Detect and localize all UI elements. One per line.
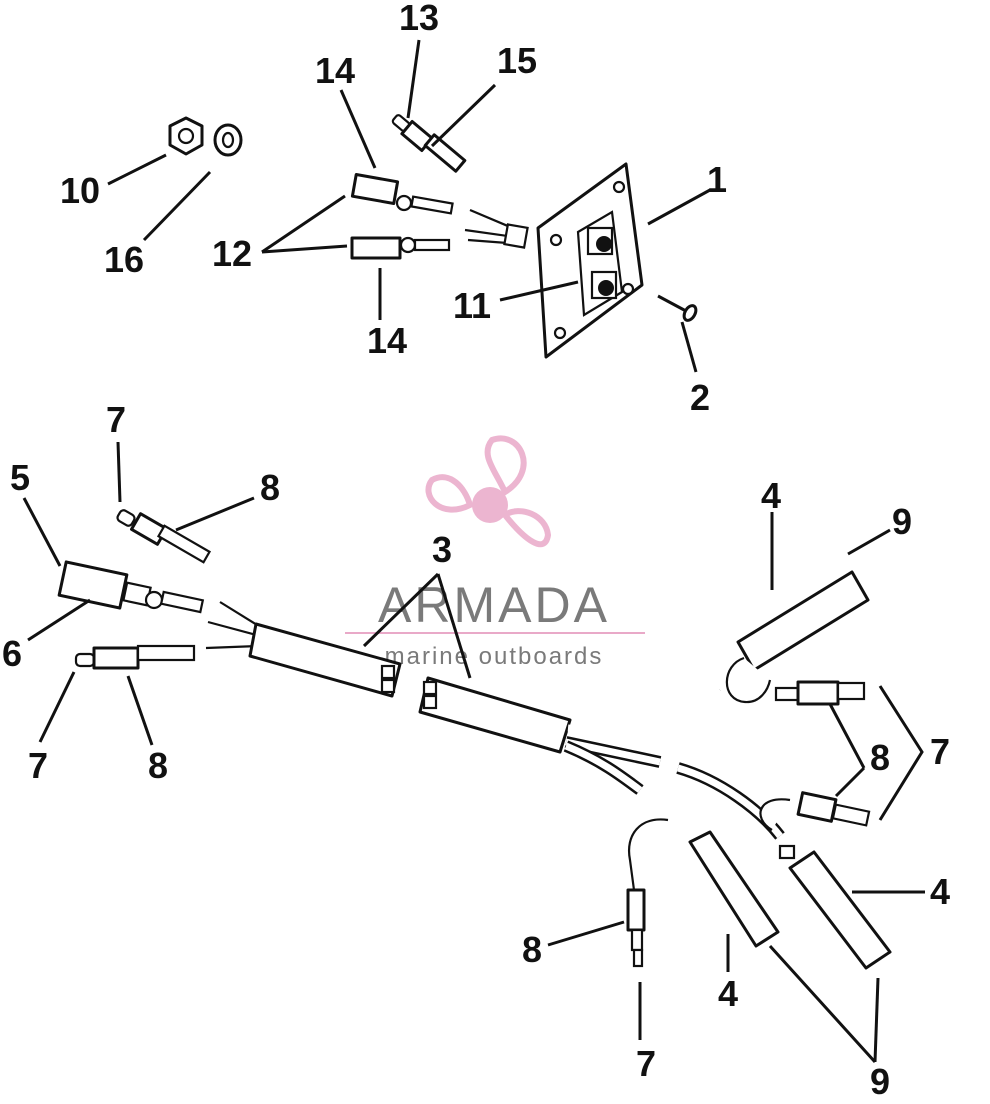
callout-15: 15 [497, 40, 537, 81]
switch-plate [536, 162, 644, 359]
right-harness-sleeve [418, 676, 572, 754]
callout-7-right: 7 [930, 731, 950, 772]
callout-9-bottom: 9 [870, 1061, 890, 1099]
callout-16: 16 [104, 239, 144, 280]
callout-14-upper: 14 [315, 50, 355, 91]
armada-watermark: ARMADA marine outboards [345, 435, 645, 670]
callout-7-lower-left: 7 [28, 745, 48, 786]
callout-13: 13 [399, 0, 439, 38]
connector-5-body [57, 560, 205, 614]
hex-nut [168, 116, 204, 156]
callout-5: 5 [10, 457, 30, 498]
insulator-sleeve-lower-middle [627, 818, 780, 948]
insulator-sleeve-upper-right [725, 570, 870, 704]
terminal-7-right-lower [759, 791, 871, 831]
callout-3: 3 [432, 529, 452, 570]
callout-labels: 13 15 14 10 16 12 14 1 11 2 7 8 5 6 7 8 … [2, 0, 950, 1102]
callout-2: 2 [690, 377, 710, 418]
callout-7-upper-left: 7 [106, 399, 126, 440]
callout-8-right: 8 [870, 737, 890, 778]
callout-7-bottom: 7 [636, 1043, 656, 1084]
watermark-tagline: marine outboards [385, 643, 604, 670]
callout-8-bottom: 8 [522, 929, 542, 970]
washer [213, 123, 243, 157]
callout-6: 6 [2, 633, 22, 674]
callout-4-bottom: 4 [718, 973, 738, 1014]
watermark-brand: ARMADA [378, 577, 610, 633]
leader-lines [22, 39, 925, 1064]
callout-9-upper: 9 [892, 501, 912, 542]
callout-10: 10 [60, 170, 100, 211]
callout-14-lower: 14 [367, 320, 407, 361]
terminal-7-upper-left [116, 509, 212, 564]
terminal-7-bottom [626, 888, 646, 968]
callout-1: 1 [707, 159, 727, 200]
callout-8-lower-left: 8 [148, 745, 168, 786]
callout-4-upper: 4 [761, 475, 781, 516]
screw [657, 294, 698, 322]
callout-11: 11 [453, 285, 491, 326]
bullet-connector-lower [350, 236, 451, 260]
switch-leads [464, 208, 529, 249]
insulator-sleeve-lower-right [778, 844, 892, 970]
harness-branches [563, 687, 785, 840]
terminal-7-right-upper [774, 680, 866, 706]
callout-12: 12 [212, 233, 252, 274]
bullet-connector-upper [350, 173, 454, 215]
terminal-connector-top [391, 114, 467, 173]
callout-8-upper-left: 8 [260, 467, 280, 508]
left-harness-sleeve [248, 622, 402, 698]
callout-4-right: 4 [930, 871, 950, 912]
propeller-logo-icon [425, 435, 552, 548]
terminal-7-lower-left [74, 644, 196, 670]
